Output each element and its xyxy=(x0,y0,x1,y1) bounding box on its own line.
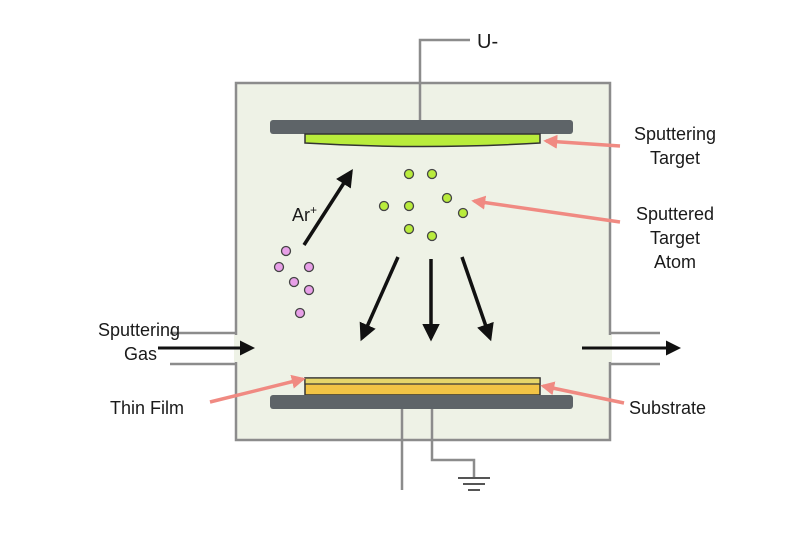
argon-ion xyxy=(303,261,315,273)
label-pointers xyxy=(209,134,625,405)
argon-ion xyxy=(288,276,300,288)
argon-ion-charge: + xyxy=(310,203,318,217)
thin-film-label: Thin Film xyxy=(110,398,185,418)
target-pointer xyxy=(543,134,621,149)
sputtered-atoms xyxy=(378,168,469,242)
argon-ion-label: Ar+ xyxy=(292,198,317,227)
sputtering-target xyxy=(304,133,541,148)
atom-pointer xyxy=(471,195,621,224)
sputtered-atom-label: Sputtered Target Atom xyxy=(612,202,738,274)
sputtering-target-label: Sputtering Target xyxy=(612,122,738,170)
ion-path-arrow xyxy=(302,169,353,246)
ground-icon xyxy=(458,477,490,491)
sputtering-target-label-line2: Target xyxy=(649,148,701,168)
voltage-lead-wire xyxy=(418,38,470,120)
sputtered-atom-label-line2: Target xyxy=(649,228,701,248)
ground-wires xyxy=(400,409,476,490)
deposition-arrow-right xyxy=(460,256,494,342)
sputtering-target-label-line1: Sputtering xyxy=(633,124,717,144)
gas-inlet-pipe xyxy=(170,331,236,366)
sputtered-atom xyxy=(426,168,438,180)
thin-film-layer xyxy=(304,377,541,385)
sputtered-atom xyxy=(457,207,469,219)
sputtered-atom xyxy=(441,192,453,204)
sputtered-atom-label-line1: Sputtered xyxy=(635,204,715,224)
deposition-arrow-left xyxy=(359,256,400,342)
argon-ions xyxy=(273,245,315,319)
sputtering-gas-label-line2: Gas xyxy=(123,344,157,364)
argon-ion xyxy=(280,245,292,257)
anode-plate xyxy=(270,395,573,409)
argon-ion xyxy=(303,284,315,296)
gas-outlet-pipe xyxy=(610,331,660,366)
substrate-label: Substrate xyxy=(629,398,707,418)
process-arrows xyxy=(158,169,681,356)
thin-film-pointer xyxy=(209,374,306,404)
voltage-label: U- xyxy=(477,31,499,53)
argon-ion-symbol: Ar xyxy=(292,205,310,225)
cathode-plate xyxy=(270,120,573,134)
sputtered-atom xyxy=(426,230,438,242)
sputtered-atom xyxy=(403,168,415,180)
argon-ion xyxy=(273,261,285,273)
substrate-pointer xyxy=(540,381,625,405)
sputtered-atom xyxy=(403,223,415,235)
sputtered-atom xyxy=(403,200,415,212)
sputtered-atom xyxy=(378,200,390,212)
sputtering-gas-label: Sputtering Gas xyxy=(40,318,180,366)
argon-ion xyxy=(294,307,306,319)
sputtered-atom-label-line3: Atom xyxy=(653,252,696,272)
sputtering-gas-label-line1: Sputtering xyxy=(97,320,180,340)
